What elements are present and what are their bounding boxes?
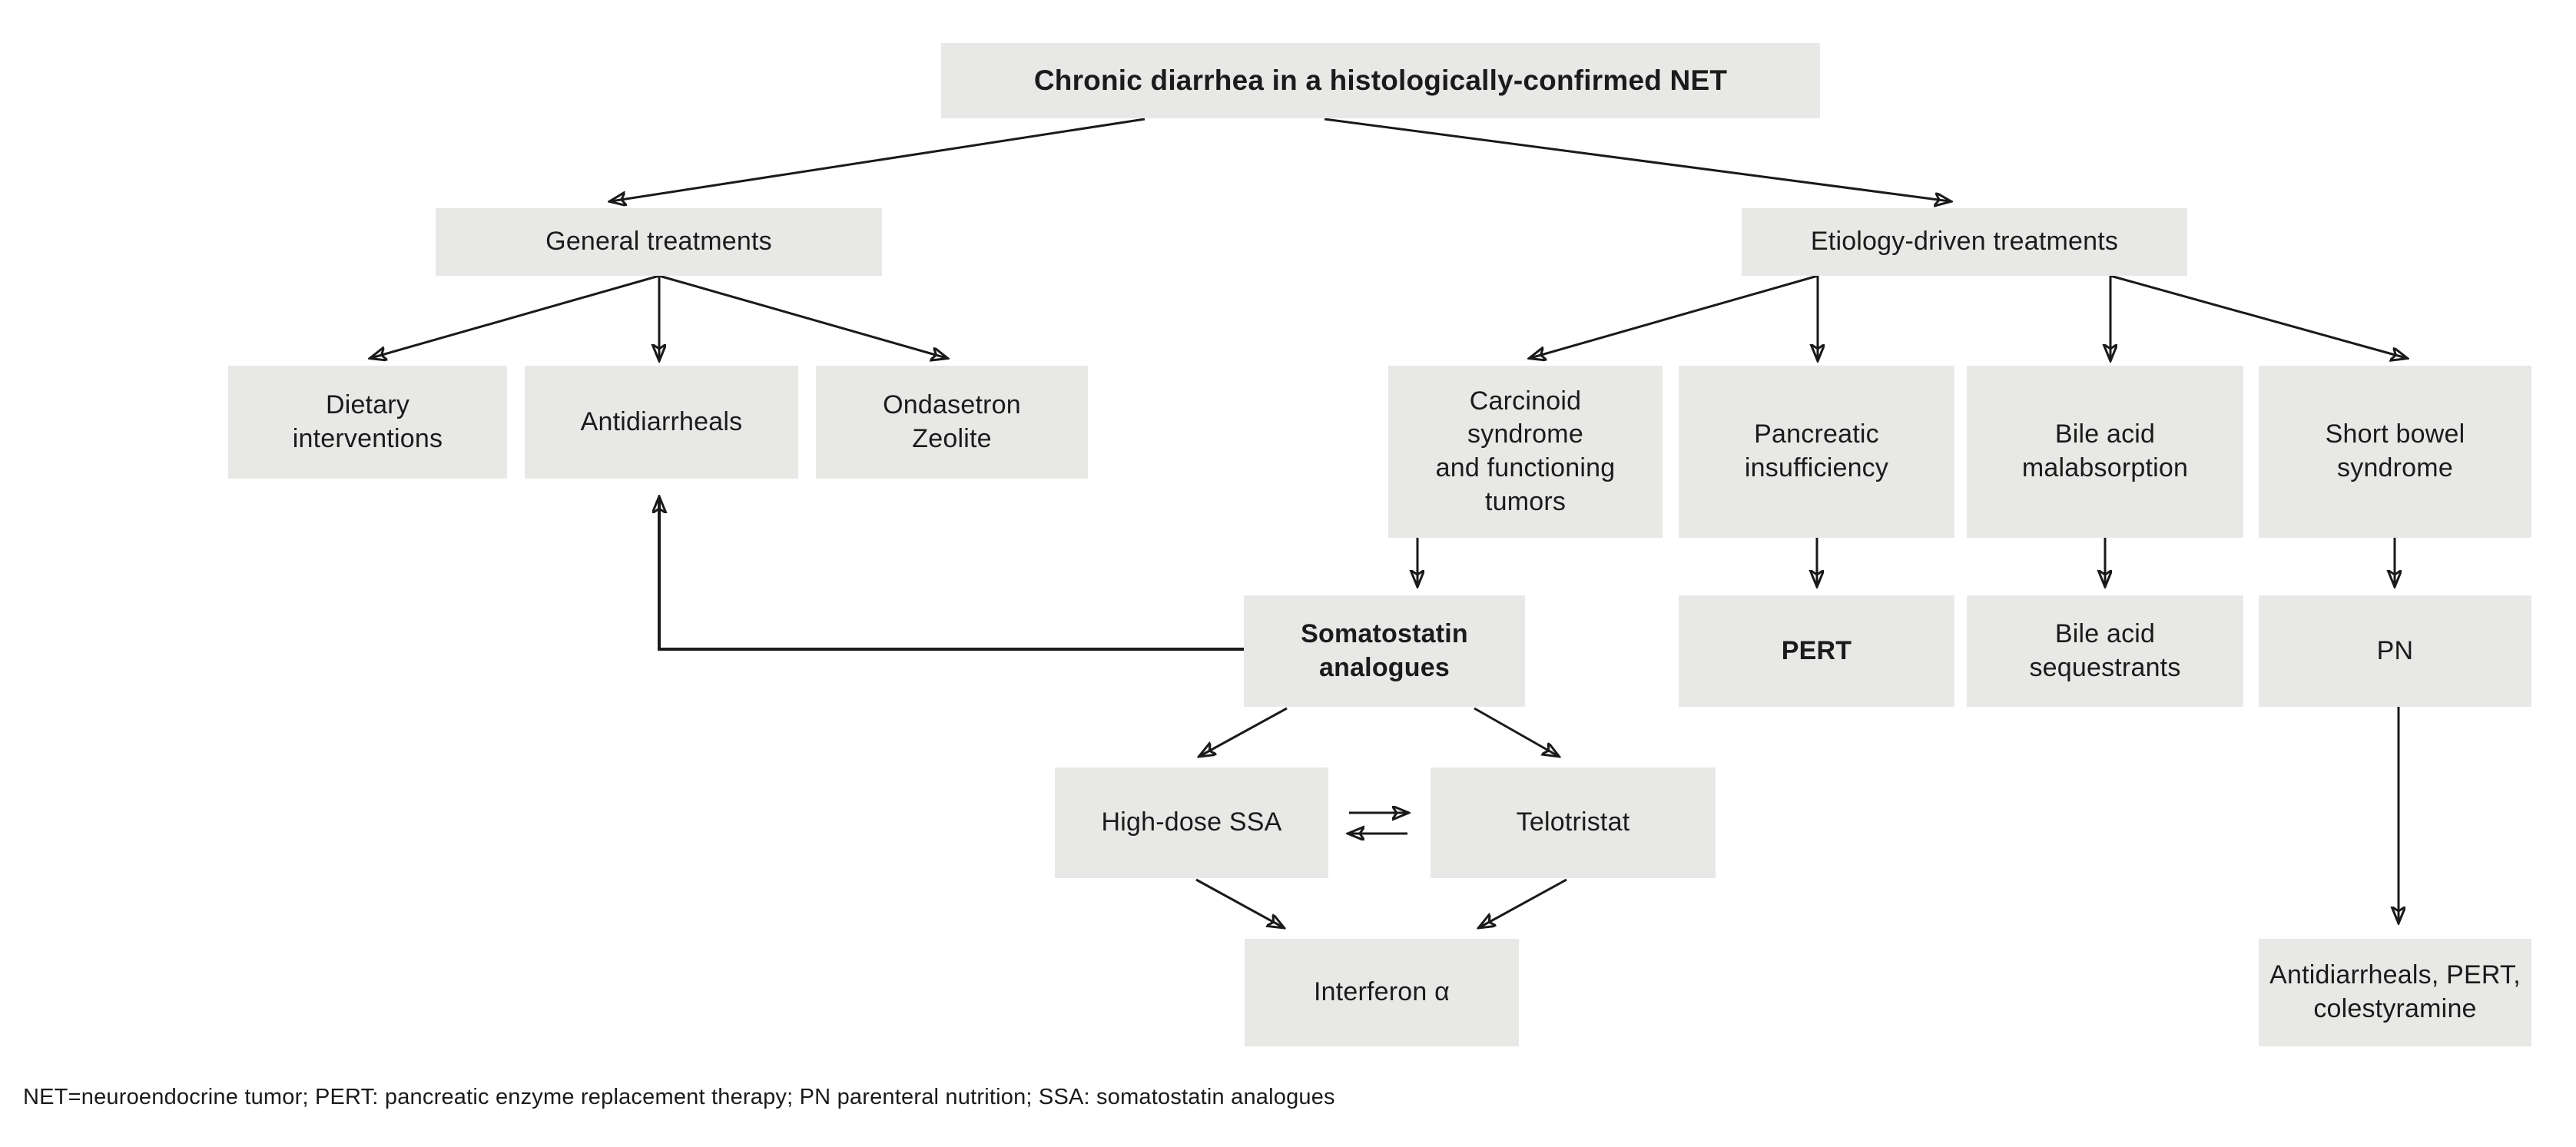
node-chronic-diarrhea-title: Chronic diarrhea in a histologically-con…: [941, 43, 1820, 118]
node-etiology-driven-treatments: Etiology-driven treatments: [1742, 208, 2187, 276]
node-carcinoid-syndrome: Carcinoid syndrome and functioning tumor…: [1388, 366, 1663, 538]
arrow-telotristat-to-interferon: [1480, 878, 1567, 927]
arrow-general-to-ondasetron: [658, 274, 947, 358]
node-ondasetron-zeolite: Ondasetron Zeolite: [816, 366, 1088, 479]
node-bile-acid-sequestrants: Bile acid sequestrants: [1967, 595, 2243, 707]
node-pn: PN: [2259, 595, 2531, 707]
arrow-somatostatin-to-antidiarrheals: [659, 498, 1244, 651]
arrow-somatostatin-to-telotristat: [1474, 707, 1558, 756]
node-antidiarrheals: Antidiarrheals: [525, 366, 798, 479]
node-dietary-interventions: Dietary interventions: [228, 366, 507, 479]
abbreviations-footnote: NET=neuroendocrine tumor; PERT: pancreat…: [23, 1085, 1335, 1109]
arrow-title-to-general: [611, 118, 1145, 201]
arrow-title-to-etiology: [1324, 118, 1950, 201]
arrow-etiology-to-carcinoid: [1530, 274, 1818, 358]
node-telotristat: Telotristat: [1431, 767, 1716, 878]
node-antidiarrheals-pert-colestyramine: Antidiarrheals, PERT, colestyramine: [2259, 939, 2531, 1046]
node-general-treatments: General treatments: [436, 208, 882, 276]
arrow-highdose-to-interferon: [1195, 878, 1283, 927]
arrow-somatostatin-to-highdose: [1200, 707, 1288, 756]
arrow-etiology-to-short-bowel: [2110, 274, 2406, 358]
node-interferon-alpha: Interferon α: [1245, 939, 1519, 1046]
arrow-general-to-dietary: [371, 274, 660, 358]
node-pert: PERT: [1679, 595, 1954, 707]
node-high-dose-ssa: High-dose SSA: [1055, 767, 1328, 878]
node-pancreatic-insufficiency: Pancreatic insufficiency: [1679, 366, 1954, 538]
node-short-bowel-syndrome: Short bowel syndrome: [2259, 366, 2531, 538]
node-somatostatin-analogues: Somatostatin analogues: [1244, 595, 1525, 707]
node-bile-acid-malabsorption: Bile acid malabsorption: [1967, 366, 2243, 538]
